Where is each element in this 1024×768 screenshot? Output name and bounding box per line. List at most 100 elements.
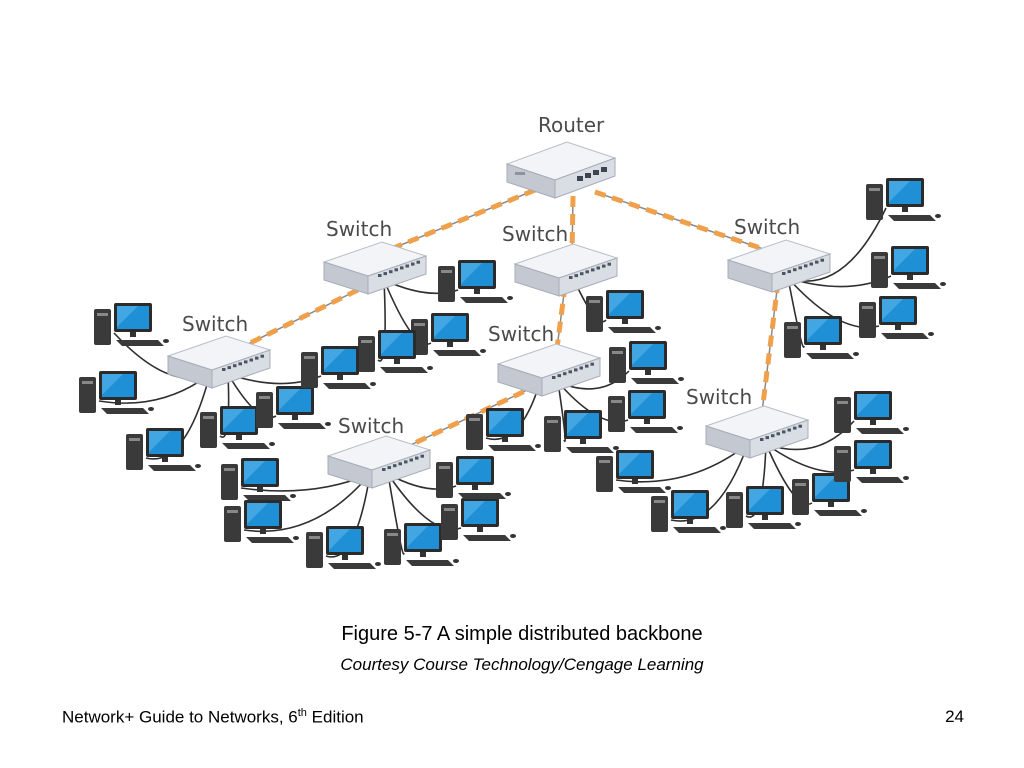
pc-stand [895, 325, 901, 330]
switch-port [227, 366, 231, 370]
switch-port [574, 274, 578, 278]
pc-mouse [940, 282, 946, 286]
switch-center-label: Switch [488, 322, 554, 346]
pc-keyboard [856, 477, 904, 483]
desktop-pc-icon [200, 406, 275, 449]
pc-keyboard [380, 367, 428, 373]
desktop-pc-icon [651, 490, 726, 533]
router-label: Router [538, 113, 605, 137]
switch-port [400, 266, 404, 270]
pc-mouse [293, 536, 299, 540]
desktop-pc-icon [466, 408, 541, 451]
pc-tower [608, 396, 625, 432]
pc-screen-glare [117, 306, 138, 327]
switch-port [557, 374, 561, 378]
pc-keyboard [631, 378, 679, 384]
pc-drive [227, 510, 238, 513]
desktop-pc-icon [866, 178, 941, 221]
pc-keyboard [618, 487, 666, 493]
desktop-pc-icon [384, 523, 459, 566]
pc-drive [97, 313, 108, 316]
pc-mouse [148, 407, 154, 411]
switch-port [787, 428, 791, 432]
pc-screen-glare [149, 431, 170, 452]
pc-screen [102, 374, 134, 397]
switch-port [393, 464, 397, 468]
pc-keyboard [881, 333, 929, 339]
pc-stand [130, 332, 136, 337]
desktop-pc-icon [221, 458, 296, 501]
pc-stand [644, 419, 650, 424]
desktop-pc-icon [596, 450, 671, 493]
pc-drive [361, 340, 372, 343]
pc-stand [580, 439, 586, 444]
pc-drive [444, 508, 455, 511]
pc-mouse [935, 214, 941, 218]
switch-port [585, 364, 589, 368]
network-devices [166, 141, 832, 489]
pc-mouse [505, 492, 511, 496]
switch-port [771, 434, 775, 438]
pc-screen [461, 263, 493, 286]
pc-keyboard [328, 563, 376, 569]
pc-screen-glare [381, 333, 402, 354]
pc-mouse [903, 476, 909, 480]
switch-bottom-left-icon [326, 435, 432, 489]
pc-drive [414, 323, 425, 326]
switch-upper-right-icon [726, 239, 832, 293]
pc-screen [464, 501, 496, 524]
pc-tower [726, 492, 743, 528]
switch-port [260, 354, 264, 358]
pc-mouse [163, 339, 169, 343]
pc-screen-glare [894, 249, 915, 270]
router-port [593, 170, 599, 175]
pc-drive [869, 188, 880, 191]
switch-port [782, 272, 786, 275]
pc-screen-glare [434, 316, 455, 337]
pc-tower [306, 532, 323, 568]
pc-mouse [290, 494, 296, 498]
pc-stand [687, 519, 693, 524]
pc-tower [834, 446, 851, 482]
pc-mouse [370, 382, 376, 386]
switch-port [793, 268, 797, 272]
switch-port [389, 270, 393, 274]
pc-stand [472, 485, 478, 490]
pc-screen [857, 443, 889, 466]
pc-mouse [480, 349, 486, 353]
pc-tower [466, 414, 483, 450]
pc-mouse [507, 296, 513, 300]
pc-screen [149, 431, 181, 454]
pc-mouse [665, 486, 671, 490]
pc-mouse [853, 352, 859, 356]
pc-screen-glare [464, 501, 485, 522]
pc-screen-glare [279, 389, 300, 410]
pc-keyboard [116, 340, 164, 346]
desktop-pc-icon [306, 526, 381, 569]
switch-port [249, 358, 253, 362]
pc-stand [502, 437, 508, 442]
backbone-link [759, 281, 781, 413]
pc-mouse [655, 326, 661, 330]
pc-mouse [861, 509, 867, 513]
switch-port [782, 430, 786, 434]
pc-tower [79, 377, 96, 413]
pc-mouse [903, 427, 909, 431]
pc-tower [221, 464, 238, 500]
pc-tower [651, 496, 668, 532]
pc-drive [795, 483, 806, 486]
switch-port [563, 372, 567, 376]
pc-stand [632, 479, 638, 484]
pc-keyboard [278, 423, 326, 429]
pc-stand [420, 552, 426, 557]
pc-drive [203, 416, 214, 419]
pc-stand [828, 502, 834, 507]
pc-drive [439, 466, 450, 469]
switch-port [760, 438, 764, 441]
switch-port [602, 264, 606, 268]
pc-stand [762, 515, 768, 520]
pc-screen [632, 344, 664, 367]
switch-upper-left-label: Switch [326, 217, 392, 241]
pc-mouse [453, 559, 459, 563]
footer-book-title: Network+ Guide to Networks, 6th Edition [62, 707, 364, 728]
